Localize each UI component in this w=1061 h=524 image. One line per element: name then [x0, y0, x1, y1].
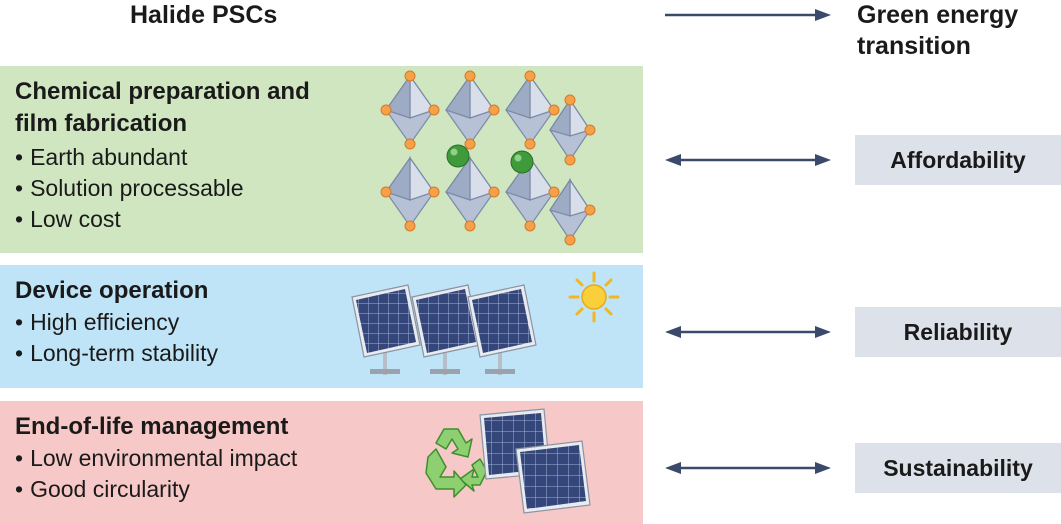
recycle-solar-panels-icon [425, 408, 591, 514]
panel-end-of-life-management: End-of-life management Low environmental… [0, 401, 643, 524]
panel-title: End-of-life management [15, 413, 289, 440]
bullet-item: High efficiency [15, 307, 218, 338]
bullet-item: Good circularity [15, 474, 297, 505]
left-column-header: Halide PSCs [130, 1, 278, 29]
bullet-list: Low environmental impact Good circularit… [15, 443, 297, 505]
panel-title: Device operation [15, 277, 209, 304]
double-arrow-reliability [665, 326, 831, 338]
right-column-header: Green energy transition [857, 1, 1019, 60]
bullet-item: Long-term stability [15, 338, 218, 369]
bullet-item: Low cost [15, 204, 244, 235]
bullet-item: Low environmental impact [15, 443, 297, 474]
bullet-item: Earth abundant [15, 142, 244, 173]
bullet-item: Solution processable [15, 173, 244, 204]
solar-panels-sun-icon [351, 271, 620, 375]
panel-title: Chemical preparation and film fabricatio… [15, 78, 310, 137]
perovskite-crystal-icon [380, 70, 596, 246]
outcome-affordability: Affordability [855, 135, 1061, 185]
bullet-list: High efficiency Long-term stability [15, 307, 218, 369]
panel-device-operation: Device operation High efficiency Long-te… [0, 265, 643, 388]
recycle-icon [425, 428, 488, 498]
double-arrow-sustainability [665, 462, 831, 474]
double-arrow-affordability [665, 154, 831, 166]
bullet-list: Earth abundant Solution processable Low … [15, 142, 244, 235]
header-arrow [665, 9, 831, 21]
outcome-reliability: Reliability [855, 307, 1061, 357]
sun-icon [568, 271, 620, 323]
outcome-sustainability: Sustainability [855, 443, 1061, 493]
panel-chemical-preparation: Chemical preparation and film fabricatio… [0, 66, 643, 253]
